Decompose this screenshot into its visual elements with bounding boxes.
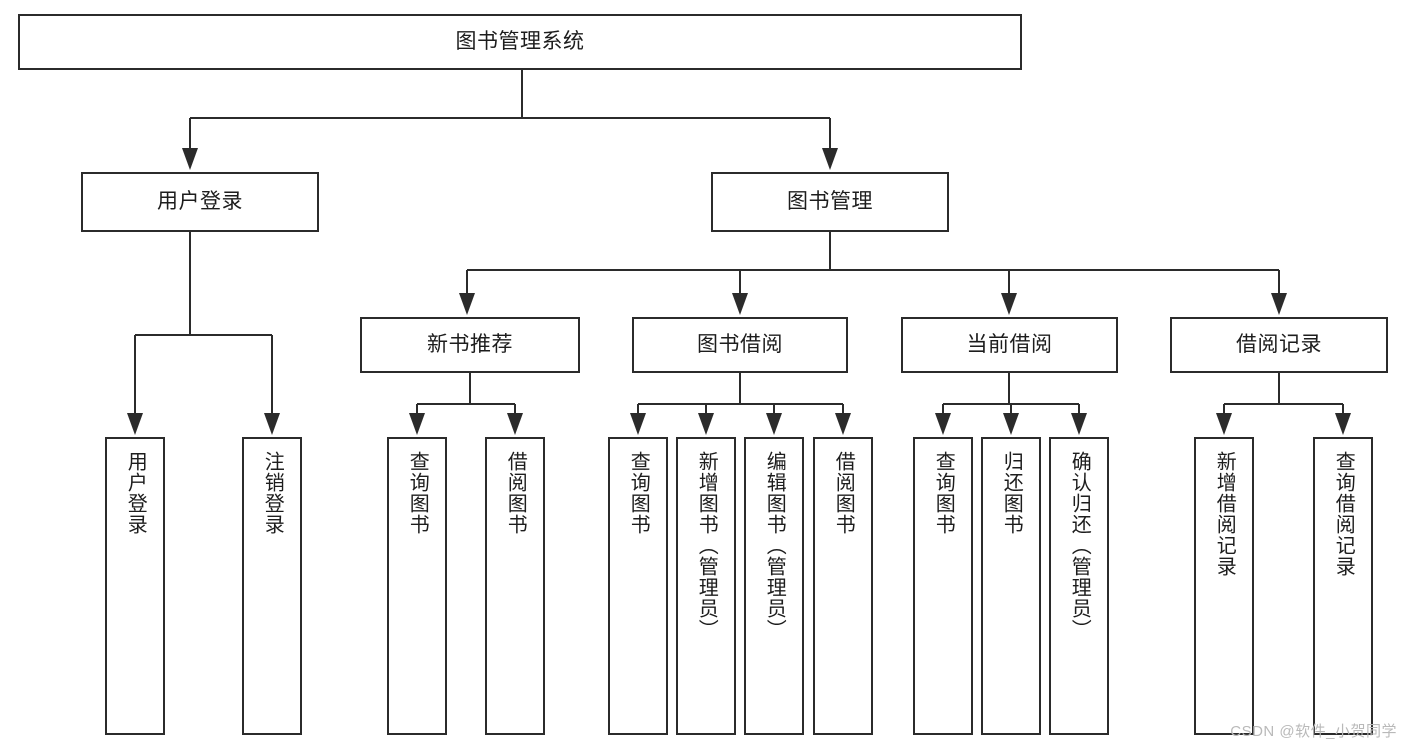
node-label: 查询图书 xyxy=(932,451,955,535)
node-label: 查询借阅记录 xyxy=(1332,451,1355,577)
node-book-borrow[interactable]: 图书借阅 xyxy=(632,317,848,373)
node-current-borrow[interactable]: 当前借阅 xyxy=(901,317,1118,373)
watermark: CSDN @软件_小贺同学 xyxy=(1230,723,1397,740)
node-leaf-add-book-admin[interactable]: 新增图书（管理员） xyxy=(676,437,736,735)
node-leaf-return-book[interactable]: 归还图书 xyxy=(981,437,1041,735)
node-label: 归还图书 xyxy=(1000,451,1023,535)
node-leaf-add-borrow-record[interactable]: 新增借阅记录 xyxy=(1194,437,1254,735)
node-label: 借阅图书 xyxy=(832,451,855,535)
node-label: 图书管理系统 xyxy=(455,30,585,54)
node-label: 图书借阅 xyxy=(697,333,783,357)
node-label: 用户登录 xyxy=(157,190,243,214)
node-label: 用户登录 xyxy=(124,451,147,535)
node-leaf-confirm-return-admin[interactable]: 确认归还（管理员） xyxy=(1049,437,1109,735)
node-new-book-recommend[interactable]: 新书推荐 xyxy=(360,317,580,373)
node-user-login[interactable]: 用户登录 xyxy=(81,172,319,232)
node-leaf-borrow-book[interactable]: 借阅图书 xyxy=(813,437,873,735)
node-leaf-query-borrow-record[interactable]: 查询借阅记录 xyxy=(1313,437,1373,735)
node-leaf-query-book-recommend[interactable]: 查询图书 xyxy=(387,437,447,735)
node-leaf-edit-book-admin[interactable]: 编辑图书（管理员） xyxy=(744,437,804,735)
node-label: 新增图书（管理员） xyxy=(695,451,718,640)
node-leaf-query-book[interactable]: 查询图书 xyxy=(608,437,668,735)
node-label: 当前借阅 xyxy=(966,333,1053,357)
node-label: 新书推荐 xyxy=(427,333,513,357)
node-label: 查询图书 xyxy=(406,451,429,535)
node-label: 确认归还（管理员） xyxy=(1068,451,1091,640)
node-root-system[interactable]: 图书管理系统 xyxy=(18,14,1022,70)
node-leaf-logout[interactable]: 注销登录 xyxy=(242,437,302,735)
node-label: 编辑图书（管理员） xyxy=(763,451,786,640)
node-leaf-user-login[interactable]: 用户登录 xyxy=(105,437,165,735)
node-label: 注销登录 xyxy=(261,451,284,535)
node-label: 借阅记录 xyxy=(1236,333,1322,357)
node-label: 借阅图书 xyxy=(504,451,527,535)
node-leaf-query-book-current[interactable]: 查询图书 xyxy=(913,437,973,735)
node-label: 查询图书 xyxy=(627,451,650,535)
node-label: 图书管理 xyxy=(787,190,873,214)
node-borrow-record[interactable]: 借阅记录 xyxy=(1170,317,1388,373)
node-label: 新增借阅记录 xyxy=(1213,451,1236,577)
node-leaf-borrow-book-recommend[interactable]: 借阅图书 xyxy=(485,437,545,735)
node-book-manage[interactable]: 图书管理 xyxy=(711,172,949,232)
